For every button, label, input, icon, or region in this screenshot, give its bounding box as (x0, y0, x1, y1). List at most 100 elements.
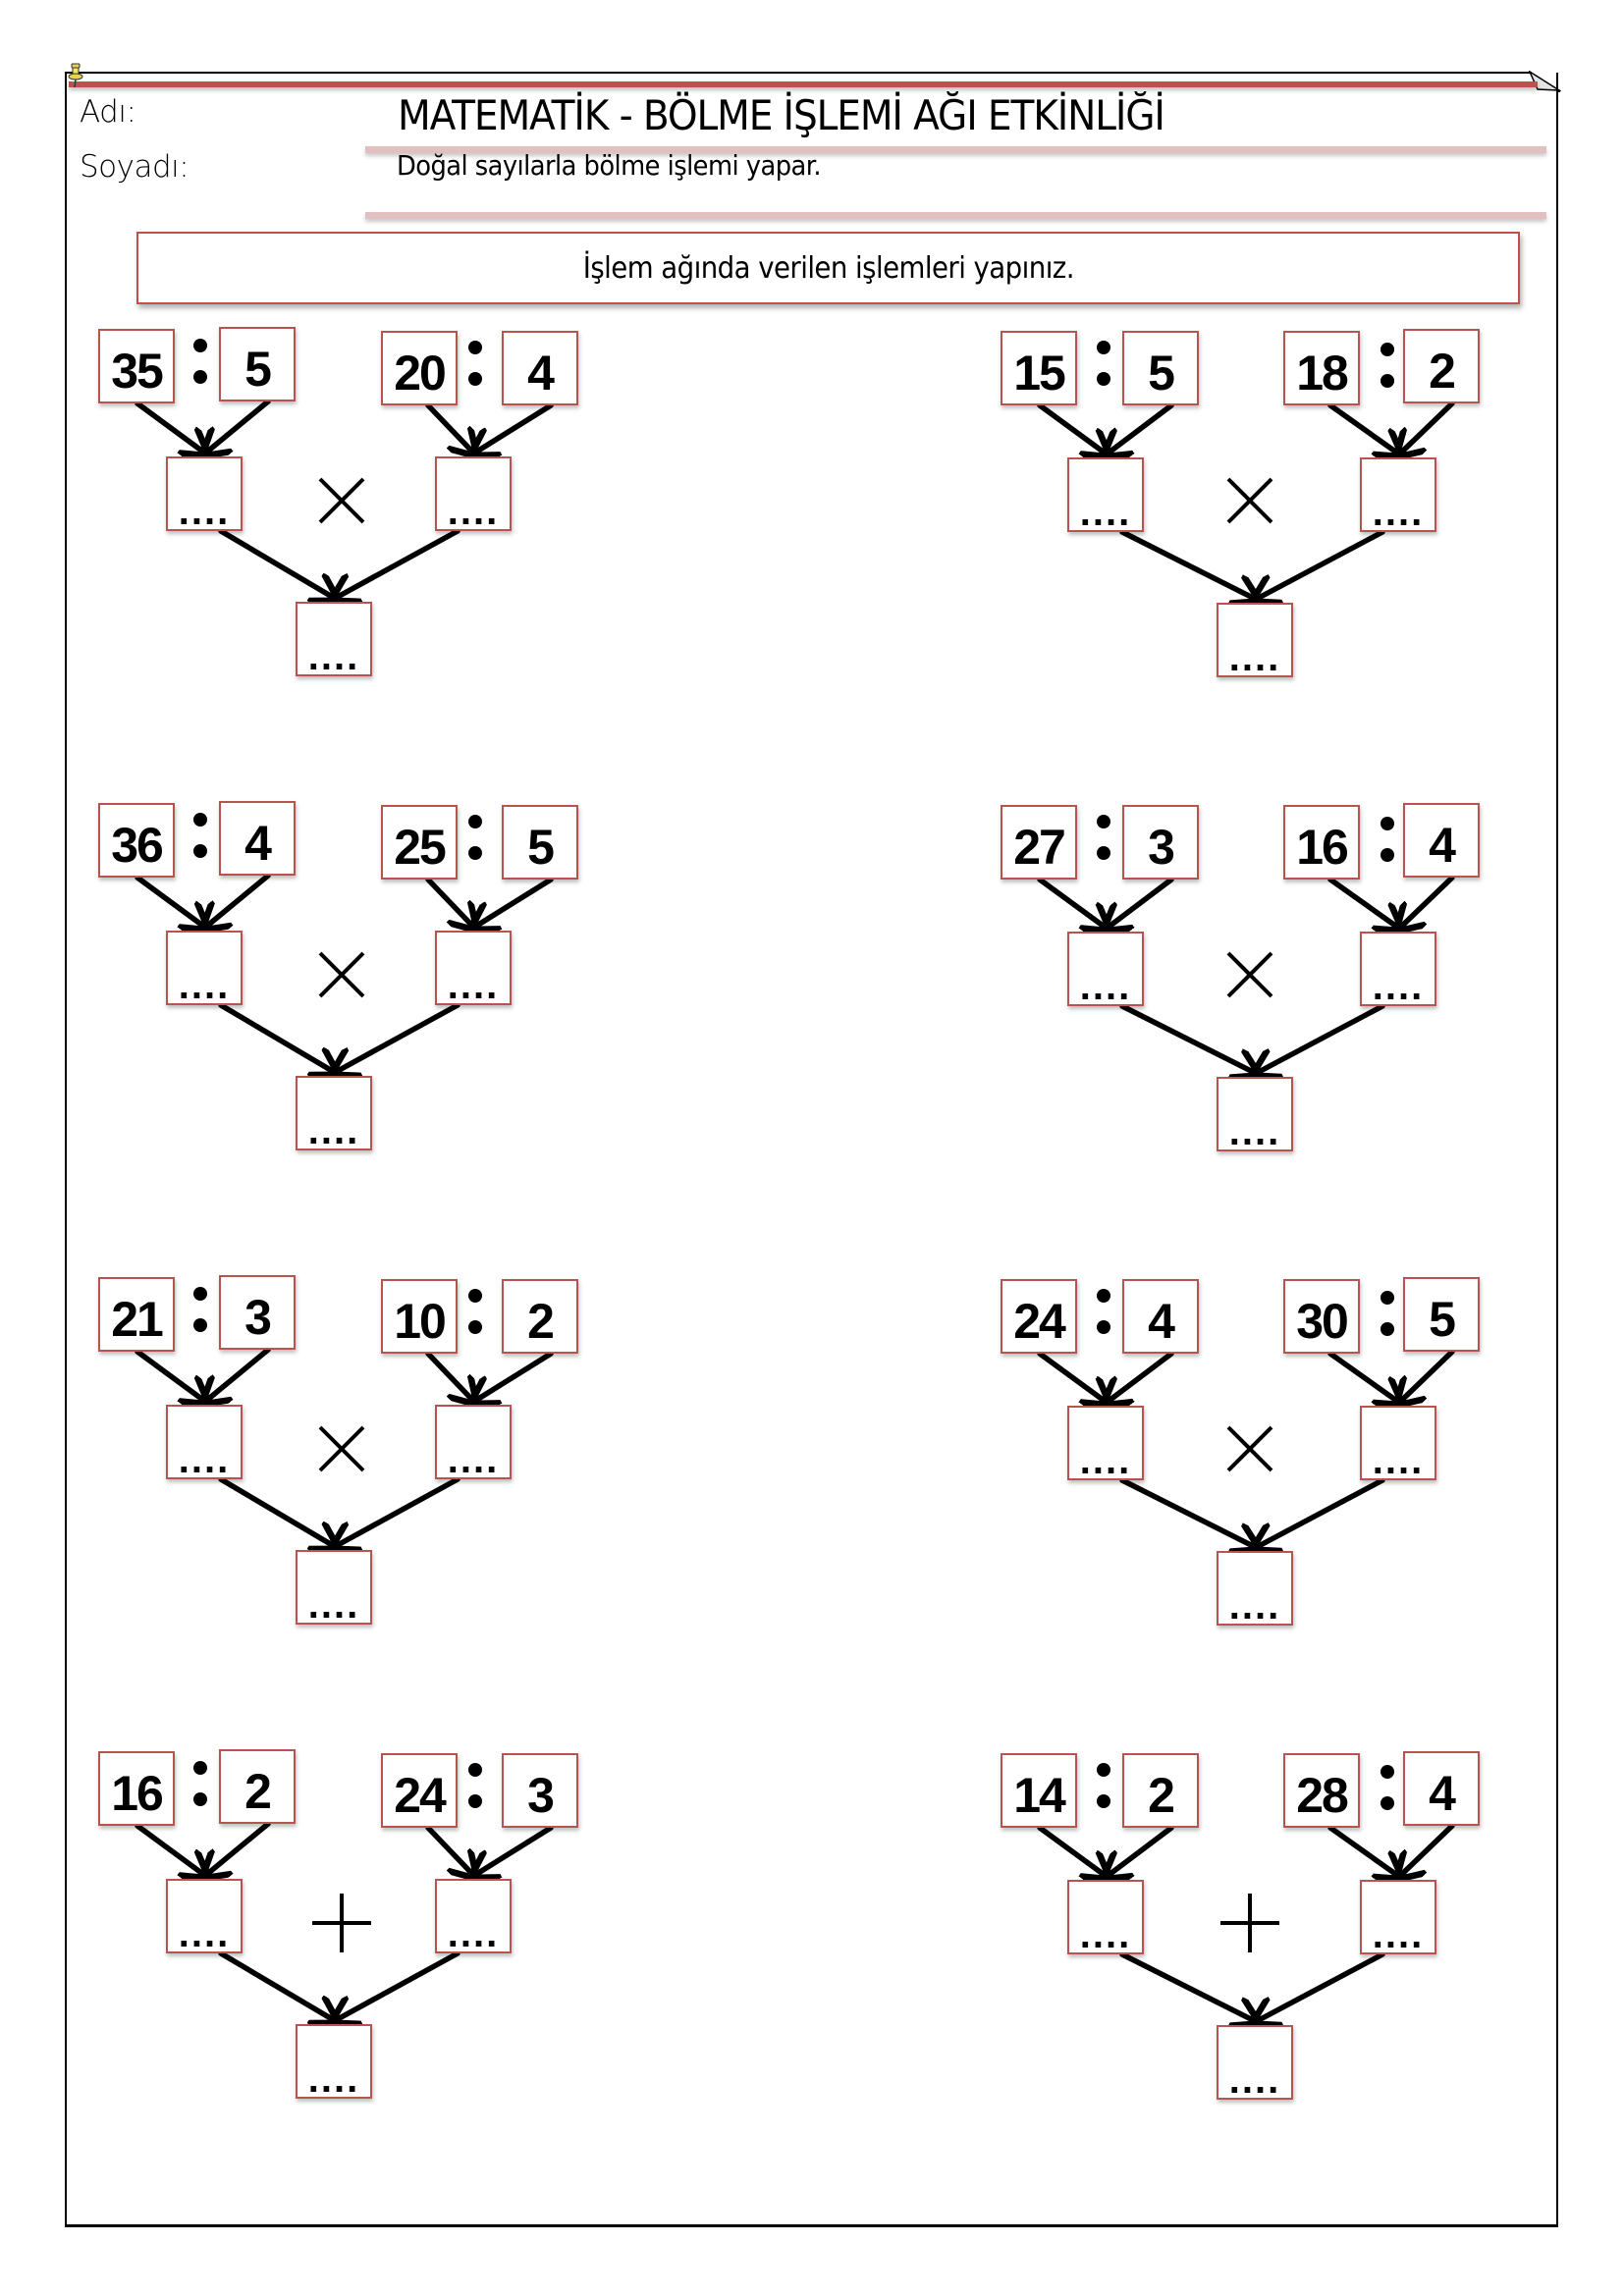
answer-box-left-quotient[interactable]: .... (1067, 1880, 1144, 1954)
worksheet-frame-top (65, 72, 1532, 74)
answer-placeholder: .... (447, 1438, 500, 1481)
answer-box-result[interactable]: .... (296, 1550, 372, 1625)
answer-placeholder: .... (1079, 491, 1132, 534)
division-colon-icon (1097, 1285, 1110, 1340)
answer-box-result[interactable]: .... (1217, 2025, 1293, 2100)
arrow-lines (1037, 875, 1455, 1156)
answer-box-result[interactable]: .... (1217, 603, 1293, 677)
division-colon-icon (193, 1283, 207, 1338)
answer-placeholder: .... (178, 1912, 231, 1955)
number-value: 15 (1013, 346, 1066, 400)
division-colon-icon (193, 335, 207, 390)
dividend-box-left: 35 (98, 329, 175, 403)
answer-box-result[interactable]: .... (296, 1076, 372, 1150)
number-value: 16 (1296, 820, 1349, 875)
instruction-text: İşlem ağında verilen işlemleri yapınız. (582, 250, 1074, 286)
number-value: 2 (1148, 1768, 1175, 1823)
answer-placeholder: .... (1228, 1110, 1281, 1153)
number-value: 20 (394, 346, 447, 400)
instruction-box: İşlem ağında verilen işlemleri yapınız. (136, 232, 1520, 304)
arrow-lines (135, 873, 554, 1154)
answer-box-left-quotient[interactable]: .... (1067, 1406, 1144, 1480)
title-underline (365, 146, 1546, 153)
answer-box-left-quotient[interactable]: .... (1067, 932, 1144, 1006)
dividend-box-right: 18 (1283, 331, 1360, 405)
divisor-box-left: 2 (1122, 1753, 1199, 1828)
number-value: 35 (111, 344, 164, 399)
divisor-box-left: 5 (219, 327, 296, 401)
learning-objective: Doğal sayılarla bölme işlemi yapar. (397, 149, 822, 182)
divisor-box-left: 4 (219, 801, 296, 876)
number-value: 3 (244, 1290, 272, 1345)
number-value: 21 (111, 1292, 164, 1347)
division-colon-icon (193, 1757, 207, 1812)
answer-box-right-quotient[interactable]: .... (1360, 1880, 1436, 1954)
answer-box-left-quotient[interactable]: .... (166, 931, 243, 1005)
arrow-lines (1037, 1823, 1455, 2105)
multiply-icon (1226, 951, 1273, 998)
answer-placeholder: .... (1228, 636, 1281, 679)
dividend-box-left: 14 (1001, 1753, 1077, 1828)
divisor-box-right: 4 (1403, 1751, 1480, 1826)
worksheet-frame (65, 73, 1558, 2227)
answer-placeholder: .... (307, 2057, 360, 2101)
answer-placeholder: .... (1372, 965, 1425, 1008)
multiply-icon (1226, 477, 1273, 524)
surname-label: Soyadı: (80, 149, 189, 185)
arrow-lines (1037, 400, 1455, 682)
arrow-lines (135, 399, 554, 680)
answer-box-right-quotient[interactable]: .... (1360, 457, 1436, 532)
answer-placeholder: .... (1372, 1439, 1425, 1482)
dividend-box-right: 10 (381, 1279, 458, 1354)
dividend-box-left: 27 (1001, 805, 1077, 880)
division-colon-icon (468, 337, 482, 392)
divisor-box-right: 3 (502, 1753, 578, 1828)
division-colon-icon (193, 809, 207, 864)
number-value: 5 (527, 820, 555, 875)
answer-box-right-quotient[interactable]: .... (1360, 1406, 1436, 1480)
answer-box-right-quotient[interactable]: .... (435, 1879, 512, 1953)
answer-box-right-quotient[interactable]: .... (1360, 932, 1436, 1006)
number-value: 36 (111, 818, 164, 873)
division-colon-icon (1380, 813, 1394, 868)
dividend-box-right: 25 (381, 805, 458, 880)
answer-placeholder: .... (1079, 1913, 1132, 1956)
divisor-box-right: 5 (502, 805, 578, 880)
answer-box-result[interactable]: .... (296, 2024, 372, 2099)
number-value: 30 (1296, 1294, 1349, 1349)
answer-box-result[interactable]: .... (296, 602, 372, 676)
answer-placeholder: .... (1228, 1584, 1281, 1628)
answer-box-right-quotient[interactable]: .... (435, 1405, 512, 1479)
multiply-icon (318, 477, 365, 524)
number-value: 2 (1429, 344, 1456, 399)
answer-box-left-quotient[interactable]: .... (166, 1405, 243, 1479)
arrow-lines (135, 1821, 554, 2103)
number-value: 24 (394, 1768, 447, 1823)
answer-box-result[interactable]: .... (1217, 1077, 1293, 1151)
answer-box-left-quotient[interactable]: .... (166, 456, 243, 531)
number-value: 3 (1148, 820, 1175, 875)
number-value: 16 (111, 1766, 164, 1821)
dividend-box-right: 16 (1283, 805, 1360, 880)
division-colon-icon (1097, 337, 1110, 392)
division-colon-icon (1380, 339, 1394, 394)
answer-box-left-quotient[interactable]: .... (166, 1879, 243, 1953)
divisor-box-right: 4 (1403, 803, 1480, 878)
answer-box-result[interactable]: .... (1217, 1551, 1293, 1626)
dividend-box-left: 15 (1001, 331, 1077, 405)
answer-placeholder: .... (178, 1438, 231, 1481)
answer-box-right-quotient[interactable]: .... (435, 931, 512, 1005)
divisor-box-left: 3 (219, 1275, 296, 1350)
answer-box-right-quotient[interactable]: .... (435, 456, 512, 531)
number-value: 4 (1148, 1294, 1175, 1349)
answer-box-left-quotient[interactable]: .... (1067, 457, 1144, 532)
operation-network: 16 2 24 3............ (98, 1749, 589, 2103)
divisor-box-right: 2 (1403, 329, 1480, 403)
divisor-box-left: 2 (219, 1749, 296, 1824)
multiply-icon (318, 951, 365, 998)
number-value: 2 (244, 1764, 272, 1819)
division-colon-icon (468, 1759, 482, 1814)
operation-network: 36 4 25 5............ (98, 801, 589, 1154)
